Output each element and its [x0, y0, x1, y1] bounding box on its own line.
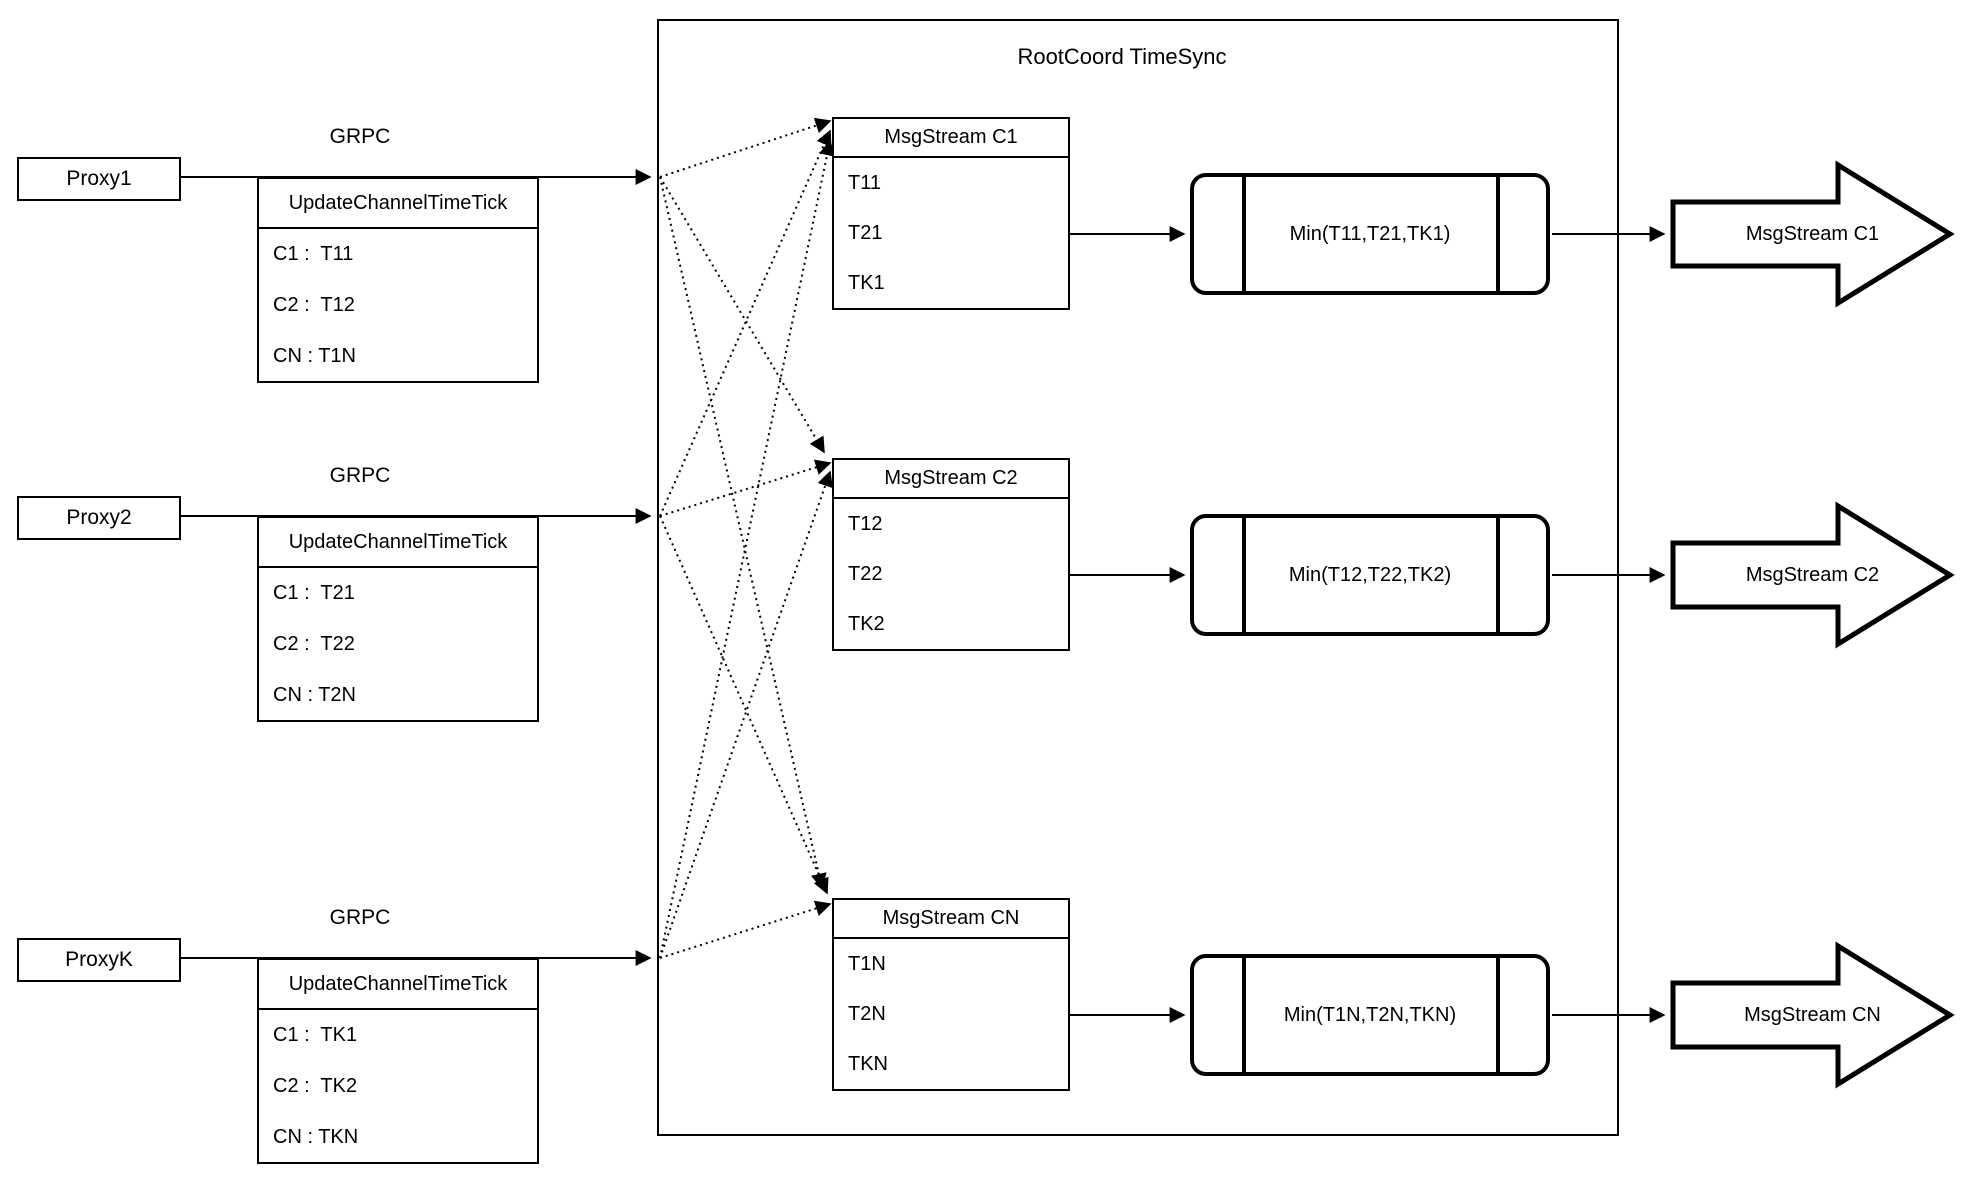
table-row: C2 : T12 [273, 294, 355, 316]
table-row: CN : TKN [273, 1126, 359, 1148]
table-header: UpdateChannelTimeTick [259, 179, 537, 229]
table-row: C1 : TK1 [273, 1024, 358, 1046]
table-row: T21 [848, 221, 883, 244]
table-row: T22 [848, 562, 883, 585]
table-row: TK1 [848, 271, 885, 294]
table-header: MsgStream C2 [834, 460, 1068, 499]
min-cn-pill: Min(T1N,T2N,TKN) [1190, 954, 1550, 1076]
table-row: C1 : T11 [273, 243, 354, 265]
min-cn-label: Min(T1N,T2N,TKN) [1283, 1003, 1457, 1026]
big-arrow-icon [1670, 501, 1955, 649]
table-row: TK2 [848, 612, 885, 635]
min-c1-pill: Min(T11,T21,TK1) [1190, 173, 1550, 295]
big-arrow-icon [1670, 160, 1955, 308]
table-header: UpdateChannelTimeTick [259, 518, 537, 568]
dotted-link-proxy1-cn [659, 176, 827, 890]
table-row: TKN [848, 1052, 888, 1075]
min-c2-pill: Min(T12,T22,TK2) [1190, 514, 1550, 636]
min-c2-label: Min(T12,T22,TK2) [1288, 563, 1452, 586]
msgstream-cn-table: MsgStream CN T1N T2N TKN [832, 898, 1070, 1091]
dotted-link-proxyk-c2 [659, 470, 833, 959]
msgstream-c2-output-arrow: MsgStream C2 [1670, 501, 1955, 649]
rootcoord-timesync-box [657, 19, 1619, 1136]
pill-divider [1242, 177, 1246, 291]
table-row: T11 [848, 171, 881, 194]
msgstream-cn-output-arrow: MsgStream CN [1670, 941, 1955, 1089]
rootcoord-title: RootCoord TimeSync [1017, 44, 1227, 69]
proxy2-label: Proxy2 [66, 506, 132, 529]
pill-divider [1496, 958, 1500, 1072]
table-row: C1 : T21 [273, 582, 355, 604]
proxy2-timetick-table: UpdateChannelTimeTick C1 : T21 C2 : T22 … [257, 516, 539, 722]
dotted-link-proxyk-c1 [659, 139, 835, 959]
table-row: T12 [848, 512, 883, 535]
dotted-link-proxy2-c1 [659, 129, 832, 517]
table-row: T1N [848, 952, 886, 975]
output-arrow-label: MsgStream C2 [1745, 563, 1880, 586]
proxy1-label: Proxy1 [66, 167, 132, 190]
dotted-link-proxy2-cn [659, 515, 829, 895]
msgstream-c1-output-arrow: MsgStream C1 [1670, 160, 1955, 308]
msgstream-c2-table: MsgStream C2 T12 T22 TK2 [832, 458, 1070, 651]
grpc-label-1: GRPC [329, 125, 391, 148]
proxy1-timetick-table: UpdateChannelTimeTick C1 : T11 C2 : T12 … [257, 177, 539, 383]
proxy2-box: Proxy2 [17, 496, 181, 540]
pill-divider [1242, 518, 1246, 632]
proxyk-timetick-table: UpdateChannelTimeTick C1 : TK1 C2 : TK2 … [257, 958, 539, 1164]
output-arrow-label: MsgStream CN [1744, 1003, 1881, 1026]
proxyk-box: ProxyK [17, 938, 181, 982]
table-header: MsgStream CN [834, 900, 1068, 939]
pill-divider [1242, 958, 1246, 1072]
table-header: MsgStream C1 [834, 119, 1068, 158]
proxy1-box: Proxy1 [17, 157, 181, 201]
proxyk-label: ProxyK [65, 948, 133, 971]
pill-divider [1496, 177, 1500, 291]
table-row: C2 : T22 [273, 633, 355, 655]
table-row: CN : T2N [273, 684, 356, 706]
table-row: T2N [848, 1002, 886, 1025]
table-row: C2 : TK2 [273, 1075, 358, 1097]
msgstream-c1-table: MsgStream C1 T11 T21 TK1 [832, 117, 1070, 310]
min-c1-label: Min(T11,T21,TK1) [1289, 222, 1451, 245]
pill-divider [1496, 518, 1500, 632]
table-header: UpdateChannelTimeTick [259, 960, 537, 1010]
grpc-label-2: GRPC [329, 464, 391, 487]
big-arrow-icon [1670, 941, 1955, 1089]
table-row: CN : T1N [273, 345, 356, 367]
grpc-label-3: GRPC [329, 906, 391, 929]
output-arrow-label: MsgStream C1 [1745, 222, 1880, 245]
